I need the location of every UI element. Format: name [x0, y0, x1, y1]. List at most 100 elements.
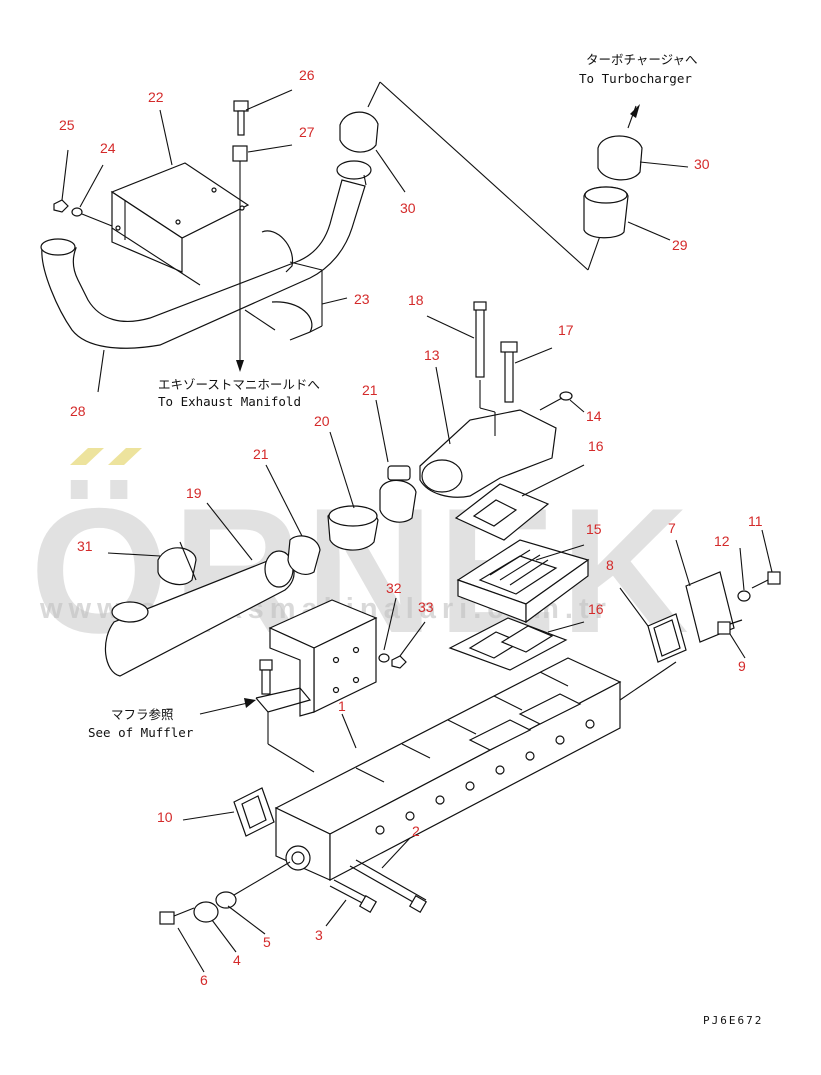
gasket-16-hole	[472, 499, 518, 527]
leader-line	[267, 743, 315, 773]
pipe-29-top	[584, 186, 628, 204]
bolt-17-head	[500, 341, 518, 353]
callout-4: 4	[233, 952, 241, 968]
callout-17: 17	[558, 322, 574, 338]
sleeve-21-b	[379, 479, 417, 523]
leader-line	[367, 81, 381, 108]
bolt-2-b	[355, 859, 427, 901]
muffler-bracket	[199, 599, 407, 773]
callout-20: 20	[314, 413, 330, 429]
plate-grid	[509, 559, 549, 586]
plate-15-side-b	[525, 558, 589, 624]
drawing-code: PJ6E672	[703, 1014, 763, 1027]
callout-30a: 30	[400, 200, 416, 216]
cover-4	[193, 901, 219, 923]
callout-29: 29	[672, 237, 688, 253]
manifold-port-inner	[291, 851, 305, 865]
bolt-11	[751, 579, 769, 589]
callout-9: 9	[738, 658, 746, 674]
arrow-up	[630, 104, 640, 118]
bracket-hole	[352, 646, 360, 654]
bolt-11-head	[767, 571, 781, 585]
leader-lines	[61, 89, 773, 973]
gasket-10	[233, 787, 275, 837]
bolt-9-head	[717, 621, 731, 635]
callout-3: 3	[315, 927, 323, 943]
callout-16b: 16	[588, 601, 604, 617]
right-cover-parts	[619, 571, 781, 701]
ring-21	[387, 465, 411, 481]
leader-line	[539, 397, 563, 411]
leader-line	[244, 309, 276, 331]
callout-18: 18	[408, 292, 424, 308]
callout-32: 32	[386, 580, 402, 596]
callout-15: 15	[586, 521, 602, 537]
elbow-assembly	[419, 301, 590, 671]
turbo-note-jp: ターボチャージャへ	[586, 52, 698, 67]
callout-10: 10	[157, 809, 173, 825]
washer-12	[737, 590, 751, 602]
clamp-30-b	[597, 135, 643, 181]
bolt-head	[259, 659, 273, 671]
callout-30b: 30	[694, 156, 710, 172]
callout-22: 22	[148, 89, 164, 105]
bolt-2	[349, 865, 421, 907]
pipe-28-end-a	[40, 238, 76, 256]
callout-23: 23	[354, 291, 370, 307]
leader-line	[619, 587, 649, 627]
callout-6: 6	[200, 972, 208, 988]
clamp-30-a	[339, 111, 379, 153]
bolt-6-head	[159, 911, 175, 925]
bracket-hole	[332, 656, 340, 664]
bolt-9	[729, 619, 743, 625]
part-number-callouts: 1 2 3 4 5 6 7 8 9 10 11 12 13 14 15 16 1…	[59, 67, 763, 988]
elbow-13-port	[421, 459, 463, 493]
callout-2: 2	[412, 823, 420, 839]
leader-line	[111, 227, 201, 286]
callout-33: 33	[418, 599, 434, 615]
bolt-3-head	[358, 894, 378, 914]
callout-26: 26	[299, 67, 315, 83]
leader-line	[233, 861, 291, 896]
bracket-22-side	[111, 190, 183, 273]
left-pipe-assembly	[104, 465, 417, 677]
manifold-ribs	[355, 671, 595, 835]
bolt-26-shank	[237, 110, 245, 136]
arrow-down	[236, 360, 244, 372]
u-bolt-23-a	[261, 230, 294, 273]
bracket-hole	[211, 187, 217, 193]
nut-33	[391, 655, 407, 669]
gasket-8-hole	[653, 619, 681, 657]
muffler-note-jp: マフラ参照	[111, 707, 174, 722]
bolt-18	[475, 306, 485, 378]
callout-1: 1	[338, 698, 346, 714]
bracket-hole	[239, 205, 245, 211]
callout-19: 19	[186, 485, 202, 501]
sleeve-21-a	[287, 535, 321, 575]
clamp-31-bolt	[179, 541, 197, 581]
leader-line	[479, 407, 496, 413]
callout-31: 31	[77, 538, 93, 554]
bolt-17	[504, 349, 514, 403]
plate-grid	[489, 549, 531, 576]
leader-line	[619, 661, 677, 701]
nut-25	[53, 199, 69, 213]
bracket-hole	[115, 225, 121, 231]
callout-28: 28	[70, 403, 86, 419]
washer-32	[378, 653, 390, 663]
callout-27: 27	[299, 124, 315, 140]
washer-24	[71, 207, 83, 217]
bracket-hole	[332, 686, 340, 694]
leader-line	[289, 261, 323, 271]
callout-12: 12	[714, 533, 730, 549]
bracket-hole	[175, 219, 181, 225]
callout-21a: 21	[253, 446, 269, 462]
turbo-connect-line	[379, 81, 589, 271]
muffler-note-en: See of Muffler	[88, 725, 194, 740]
umlaut-dot-left	[70, 448, 104, 465]
leader-line	[309, 325, 323, 333]
callout-24: 24	[100, 140, 116, 156]
gasket-16-lower-hole	[500, 625, 554, 653]
